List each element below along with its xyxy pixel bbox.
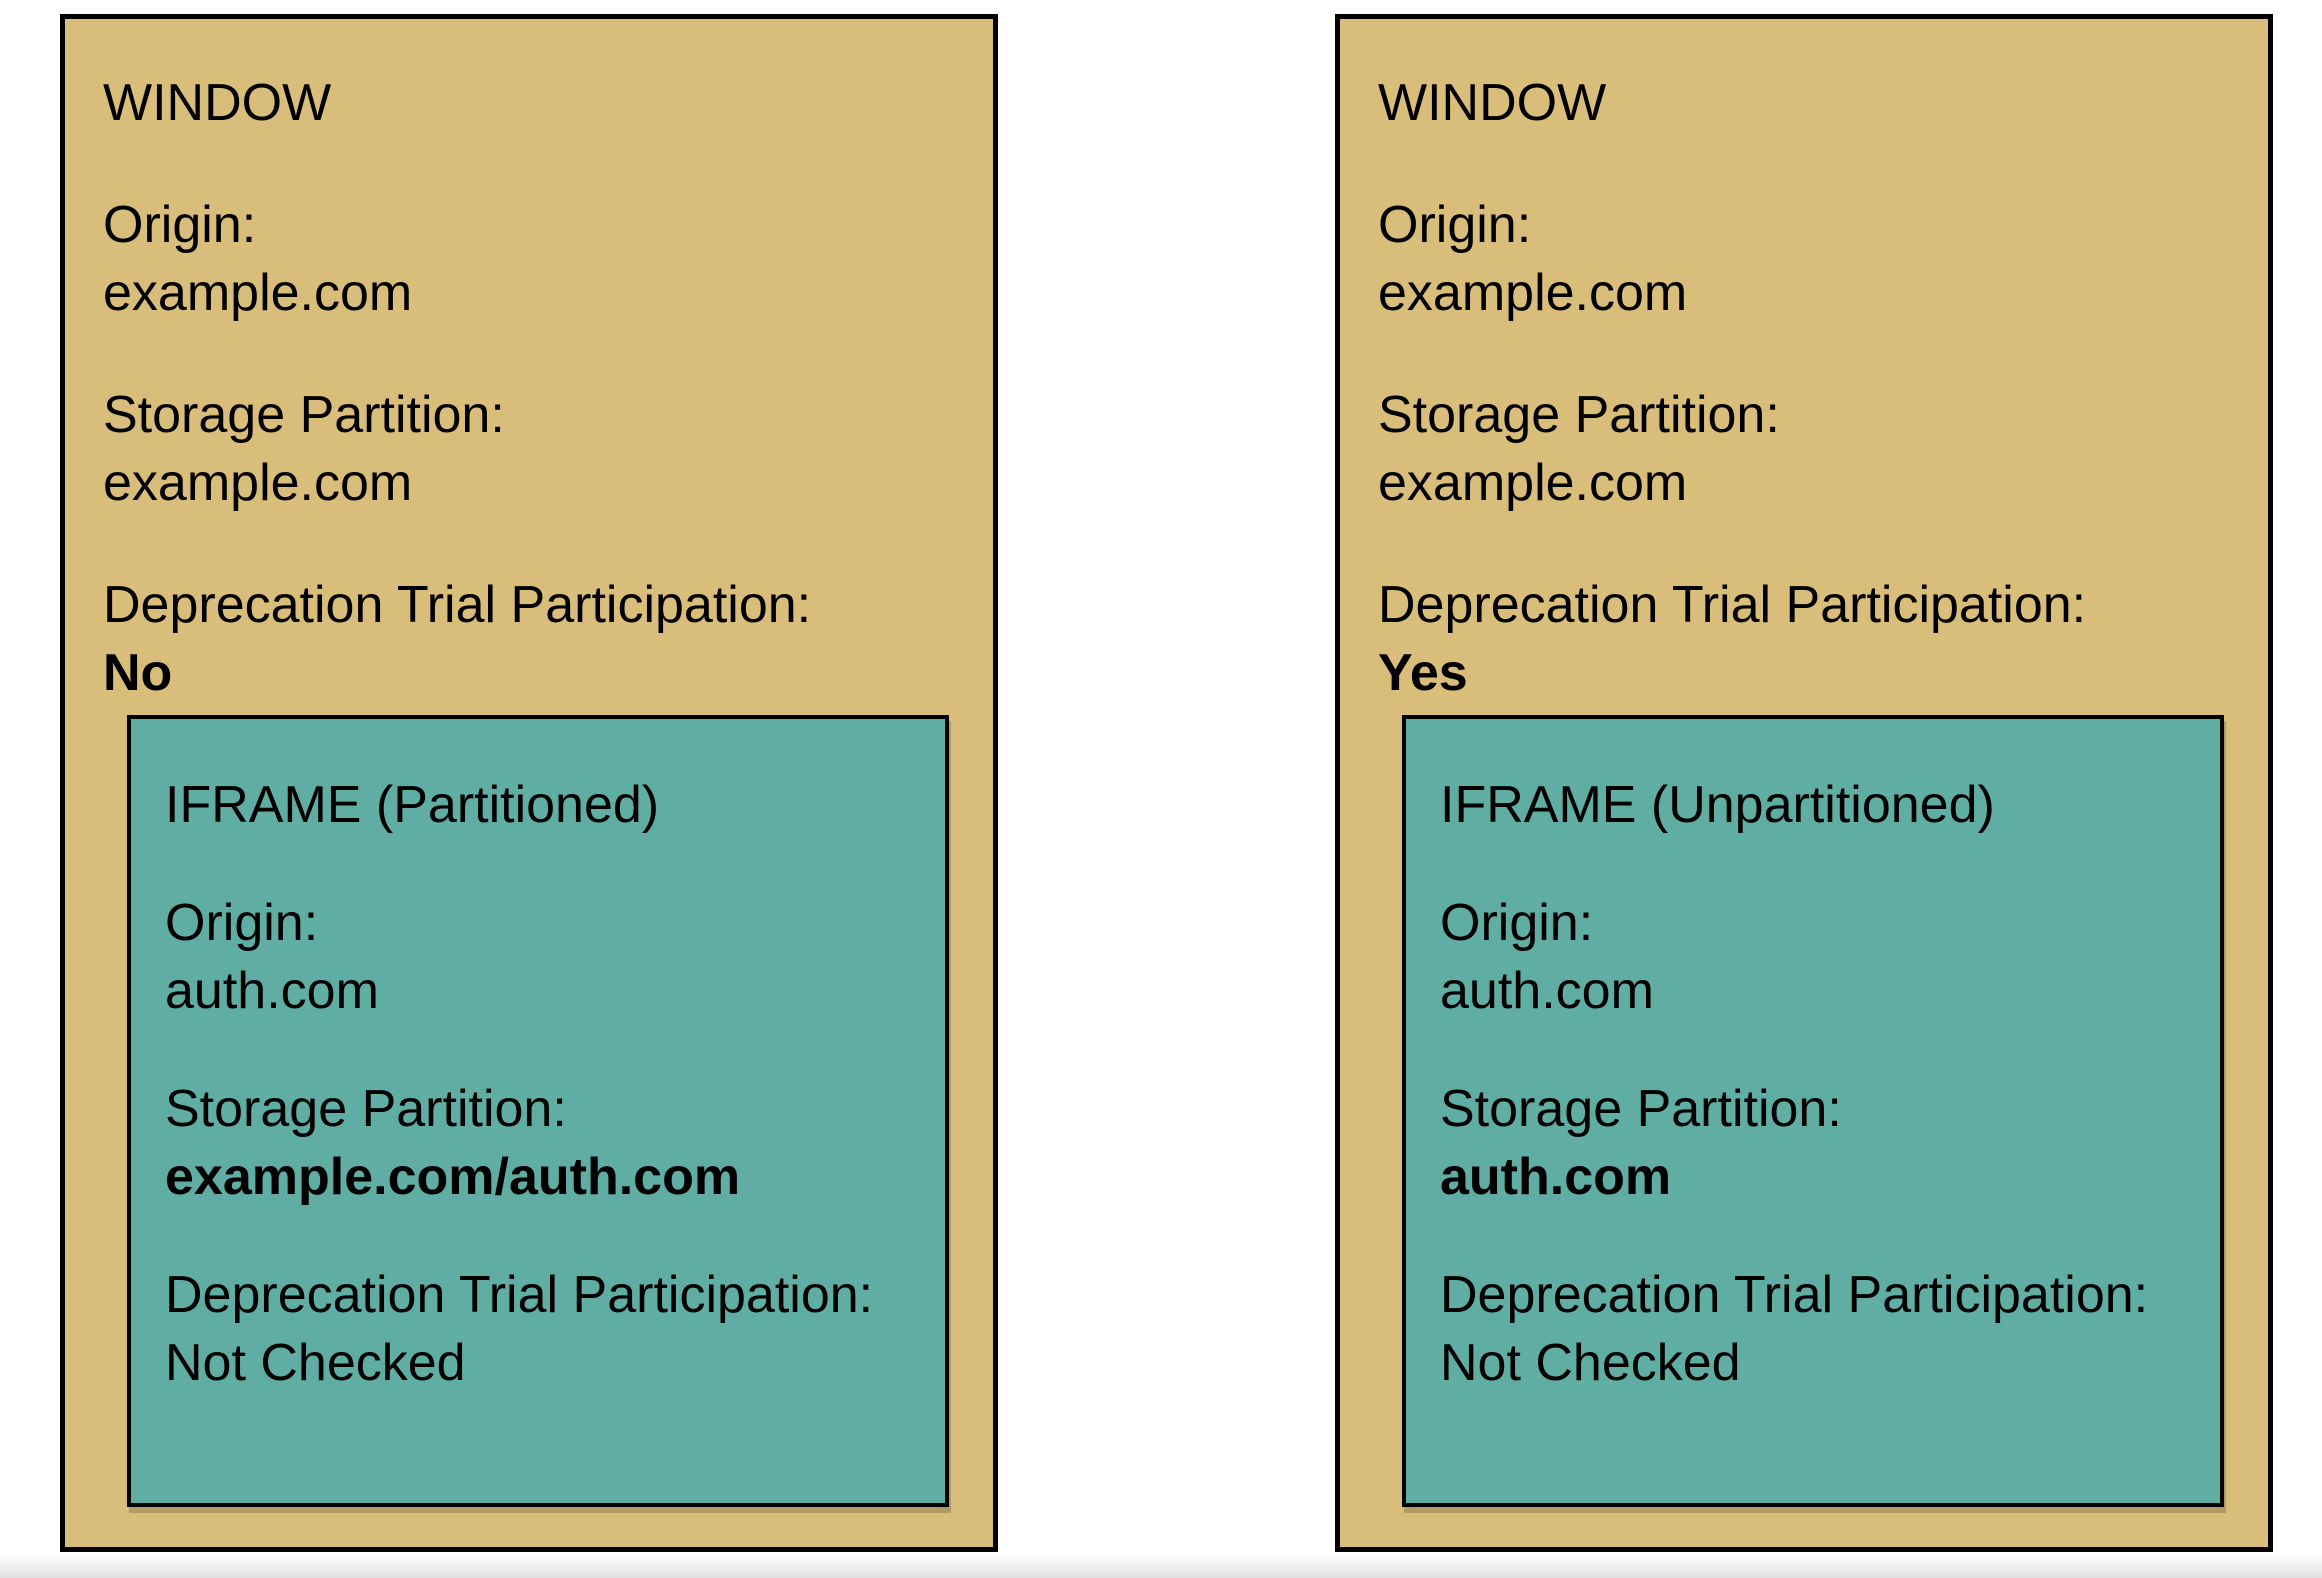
storage-partition-value: auth.com <box>1440 1148 1672 1206</box>
window-title: WINDOW <box>103 74 332 132</box>
deprecation-trial-value: Not Checked <box>1440 1334 1741 1392</box>
iframe-origin-field: Origin: auth.com <box>165 889 911 1025</box>
window-box-partitioned: WINDOW Origin: example.com Storage Parti… <box>60 14 998 1552</box>
window-storage-partition-field: Storage Partition: example.com <box>103 381 955 517</box>
origin-value: example.com <box>103 264 413 322</box>
deprecation-trial-label: Deprecation Trial Participation: <box>165 1266 874 1324</box>
iframe-deprecation-trial-field: Deprecation Trial Participation: Not Che… <box>1440 1261 2186 1397</box>
window-deprecation-trial-field: Deprecation Trial Participation: No <box>103 571 955 707</box>
origin-value: example.com <box>1378 264 1688 322</box>
storage-partition-value: example.com/auth.com <box>165 1148 741 1206</box>
window-title: WINDOW <box>1378 74 1607 132</box>
origin-value: auth.com <box>165 962 379 1020</box>
storage-partition-label: Storage Partition: <box>1440 1080 1842 1138</box>
storage-partition-value: example.com <box>103 454 413 512</box>
window-storage-partition-field: Storage Partition: example.com <box>1378 381 2230 517</box>
storage-partition-label: Storage Partition: <box>1378 386 1780 444</box>
origin-value: auth.com <box>1440 962 1654 1020</box>
deprecation-trial-label: Deprecation Trial Participation: <box>1378 576 2087 634</box>
deprecation-trial-value: No <box>103 644 173 702</box>
iframe-box-unpartitioned: IFRAME (Unpartitioned) Origin: auth.com … <box>1402 715 2224 1507</box>
iframe-title: IFRAME (Partitioned) <box>165 776 660 834</box>
storage-partition-label: Storage Partition: <box>103 386 505 444</box>
deprecation-trial-label: Deprecation Trial Participation: <box>103 576 812 634</box>
deprecation-trial-value: Not Checked <box>165 1334 466 1392</box>
iframe-deprecation-trial-field: Deprecation Trial Participation: Not Che… <box>165 1261 911 1397</box>
deprecation-trial-value: Yes <box>1378 644 1468 702</box>
deprecation-trial-label: Deprecation Trial Participation: <box>1440 1266 2149 1324</box>
iframe-title: IFRAME (Unpartitioned) <box>1440 776 1995 834</box>
origin-label: Origin: <box>1378 196 1532 254</box>
iframe-origin-field: Origin: auth.com <box>1440 889 2186 1025</box>
origin-label: Origin: <box>165 894 319 952</box>
page-bottom-shadow <box>0 1554 2322 1578</box>
origin-label: Origin: <box>103 196 257 254</box>
window-box-unpartitioned: WINDOW Origin: example.com Storage Parti… <box>1335 14 2273 1552</box>
iframe-storage-partition-field: Storage Partition: example.com/auth.com <box>165 1075 911 1211</box>
window-origin-field: Origin: example.com <box>103 191 955 327</box>
storage-partition-value: example.com <box>1378 454 1688 512</box>
storage-partition-label: Storage Partition: <box>165 1080 567 1138</box>
origin-label: Origin: <box>1440 894 1594 952</box>
iframe-box-partitioned: IFRAME (Partitioned) Origin: auth.com St… <box>127 715 949 1507</box>
window-deprecation-trial-field: Deprecation Trial Participation: Yes <box>1378 571 2230 707</box>
window-origin-field: Origin: example.com <box>1378 191 2230 327</box>
iframe-storage-partition-field: Storage Partition: auth.com <box>1440 1075 2186 1211</box>
